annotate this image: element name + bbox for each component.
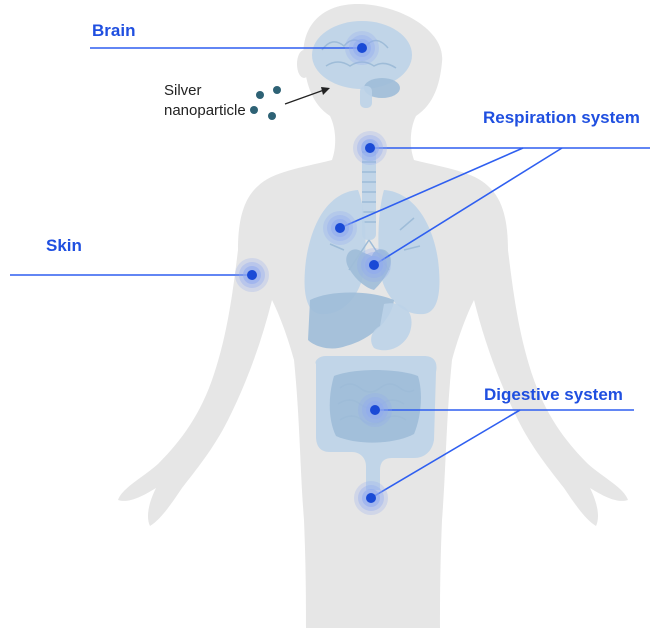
marker-core: [366, 493, 376, 503]
silver-nanoparticles: [250, 86, 281, 120]
brain-marker: [345, 31, 379, 65]
nanoparticle-dot: [273, 86, 281, 94]
nanoparticle-dot: [250, 106, 258, 114]
nanoparticle-label: Silver nanoparticle: [164, 81, 246, 121]
marker-core: [357, 43, 367, 53]
skin-marker: [235, 258, 269, 292]
skin-label: Skin: [46, 236, 82, 256]
heart-marker: [357, 248, 391, 282]
marker-core: [365, 143, 375, 153]
digestive-system-label: Digestive system: [484, 385, 623, 405]
nanoparticle-dot: [256, 91, 264, 99]
nanoparticle-label-line1: Silver: [164, 81, 246, 101]
throat-marker: [353, 131, 387, 165]
brainstem: [360, 86, 372, 108]
lower-marker: [354, 481, 388, 515]
nanoparticle-dot: [268, 112, 276, 120]
marker-core: [335, 223, 345, 233]
lung-marker: [323, 211, 357, 245]
respiration-system-label: Respiration system: [483, 108, 640, 128]
brain-label: Brain: [92, 21, 135, 41]
marker-core: [370, 405, 380, 415]
nanoparticle-label-line2: nanoparticle: [164, 101, 246, 121]
intestine-marker: [358, 393, 392, 427]
marker-core: [247, 270, 257, 280]
marker-core: [369, 260, 379, 270]
